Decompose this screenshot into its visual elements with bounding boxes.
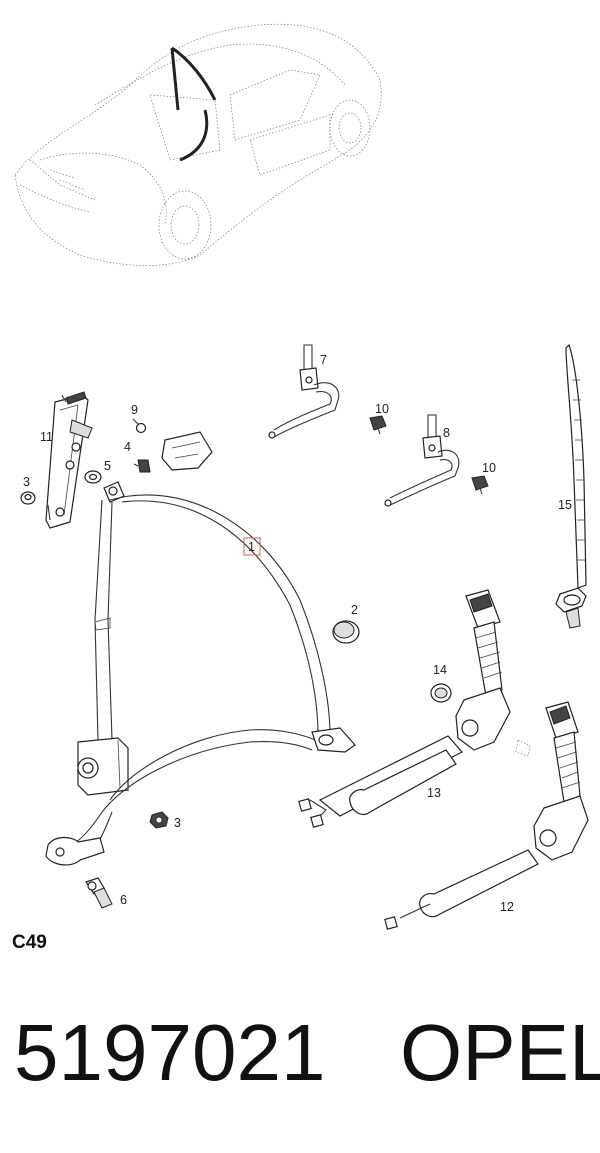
callouts: 1 2 3 3 4 5 6 7 8 9 10 10 11 12 13 14 15… (12, 353, 572, 953)
part-number: 5197021 (14, 1008, 326, 1097)
part-11-height-adjuster (45, 391, 93, 529)
part-15-cable-tie (555, 343, 587, 629)
callout-3-lower: 3 (174, 816, 181, 830)
part-2-cap (332, 620, 360, 644)
diagram-code: C49 (12, 932, 47, 953)
callout-15: 15 (558, 498, 572, 512)
callout-11: 11 (40, 430, 53, 444)
callout-3-left: 3 (23, 475, 30, 489)
part-7-rod (268, 344, 340, 439)
callout-10-lower: 10 (482, 461, 496, 475)
callout-10-upper: 10 (375, 402, 389, 416)
part-10-screw-upper (369, 415, 387, 435)
part-3-nut-left (20, 491, 36, 505)
callout-9: 9 (131, 403, 138, 417)
callout-5: 5 (104, 459, 111, 473)
part-9-screw (132, 418, 147, 434)
callout-12: 12 (500, 900, 514, 914)
trim-cover (161, 431, 213, 471)
part-8-rod (384, 414, 460, 507)
part-13-buckle (298, 589, 531, 828)
callout-1: 1 (248, 540, 255, 554)
part-5-washer (84, 470, 102, 484)
part-4-bolt (133, 459, 151, 473)
car-overview-sketch (14, 23, 382, 266)
callout-2: 2 (351, 603, 358, 617)
callout-6: 6 (120, 893, 127, 907)
part-14-grommet (430, 683, 452, 703)
callout-8: 8 (443, 426, 450, 440)
part-12-buckle (384, 701, 589, 930)
callout-7: 7 (320, 353, 327, 367)
part-10-screw-lower (471, 475, 489, 495)
part-3-nut-lower (149, 811, 169, 829)
brand-name: OPEL (400, 1008, 600, 1097)
part-1-seat-belt (45, 481, 356, 866)
callout-14: 14 (433, 663, 447, 677)
callout-13: 13 (427, 786, 441, 800)
callout-4: 4 (124, 440, 131, 454)
part-6-bolt (85, 877, 113, 909)
